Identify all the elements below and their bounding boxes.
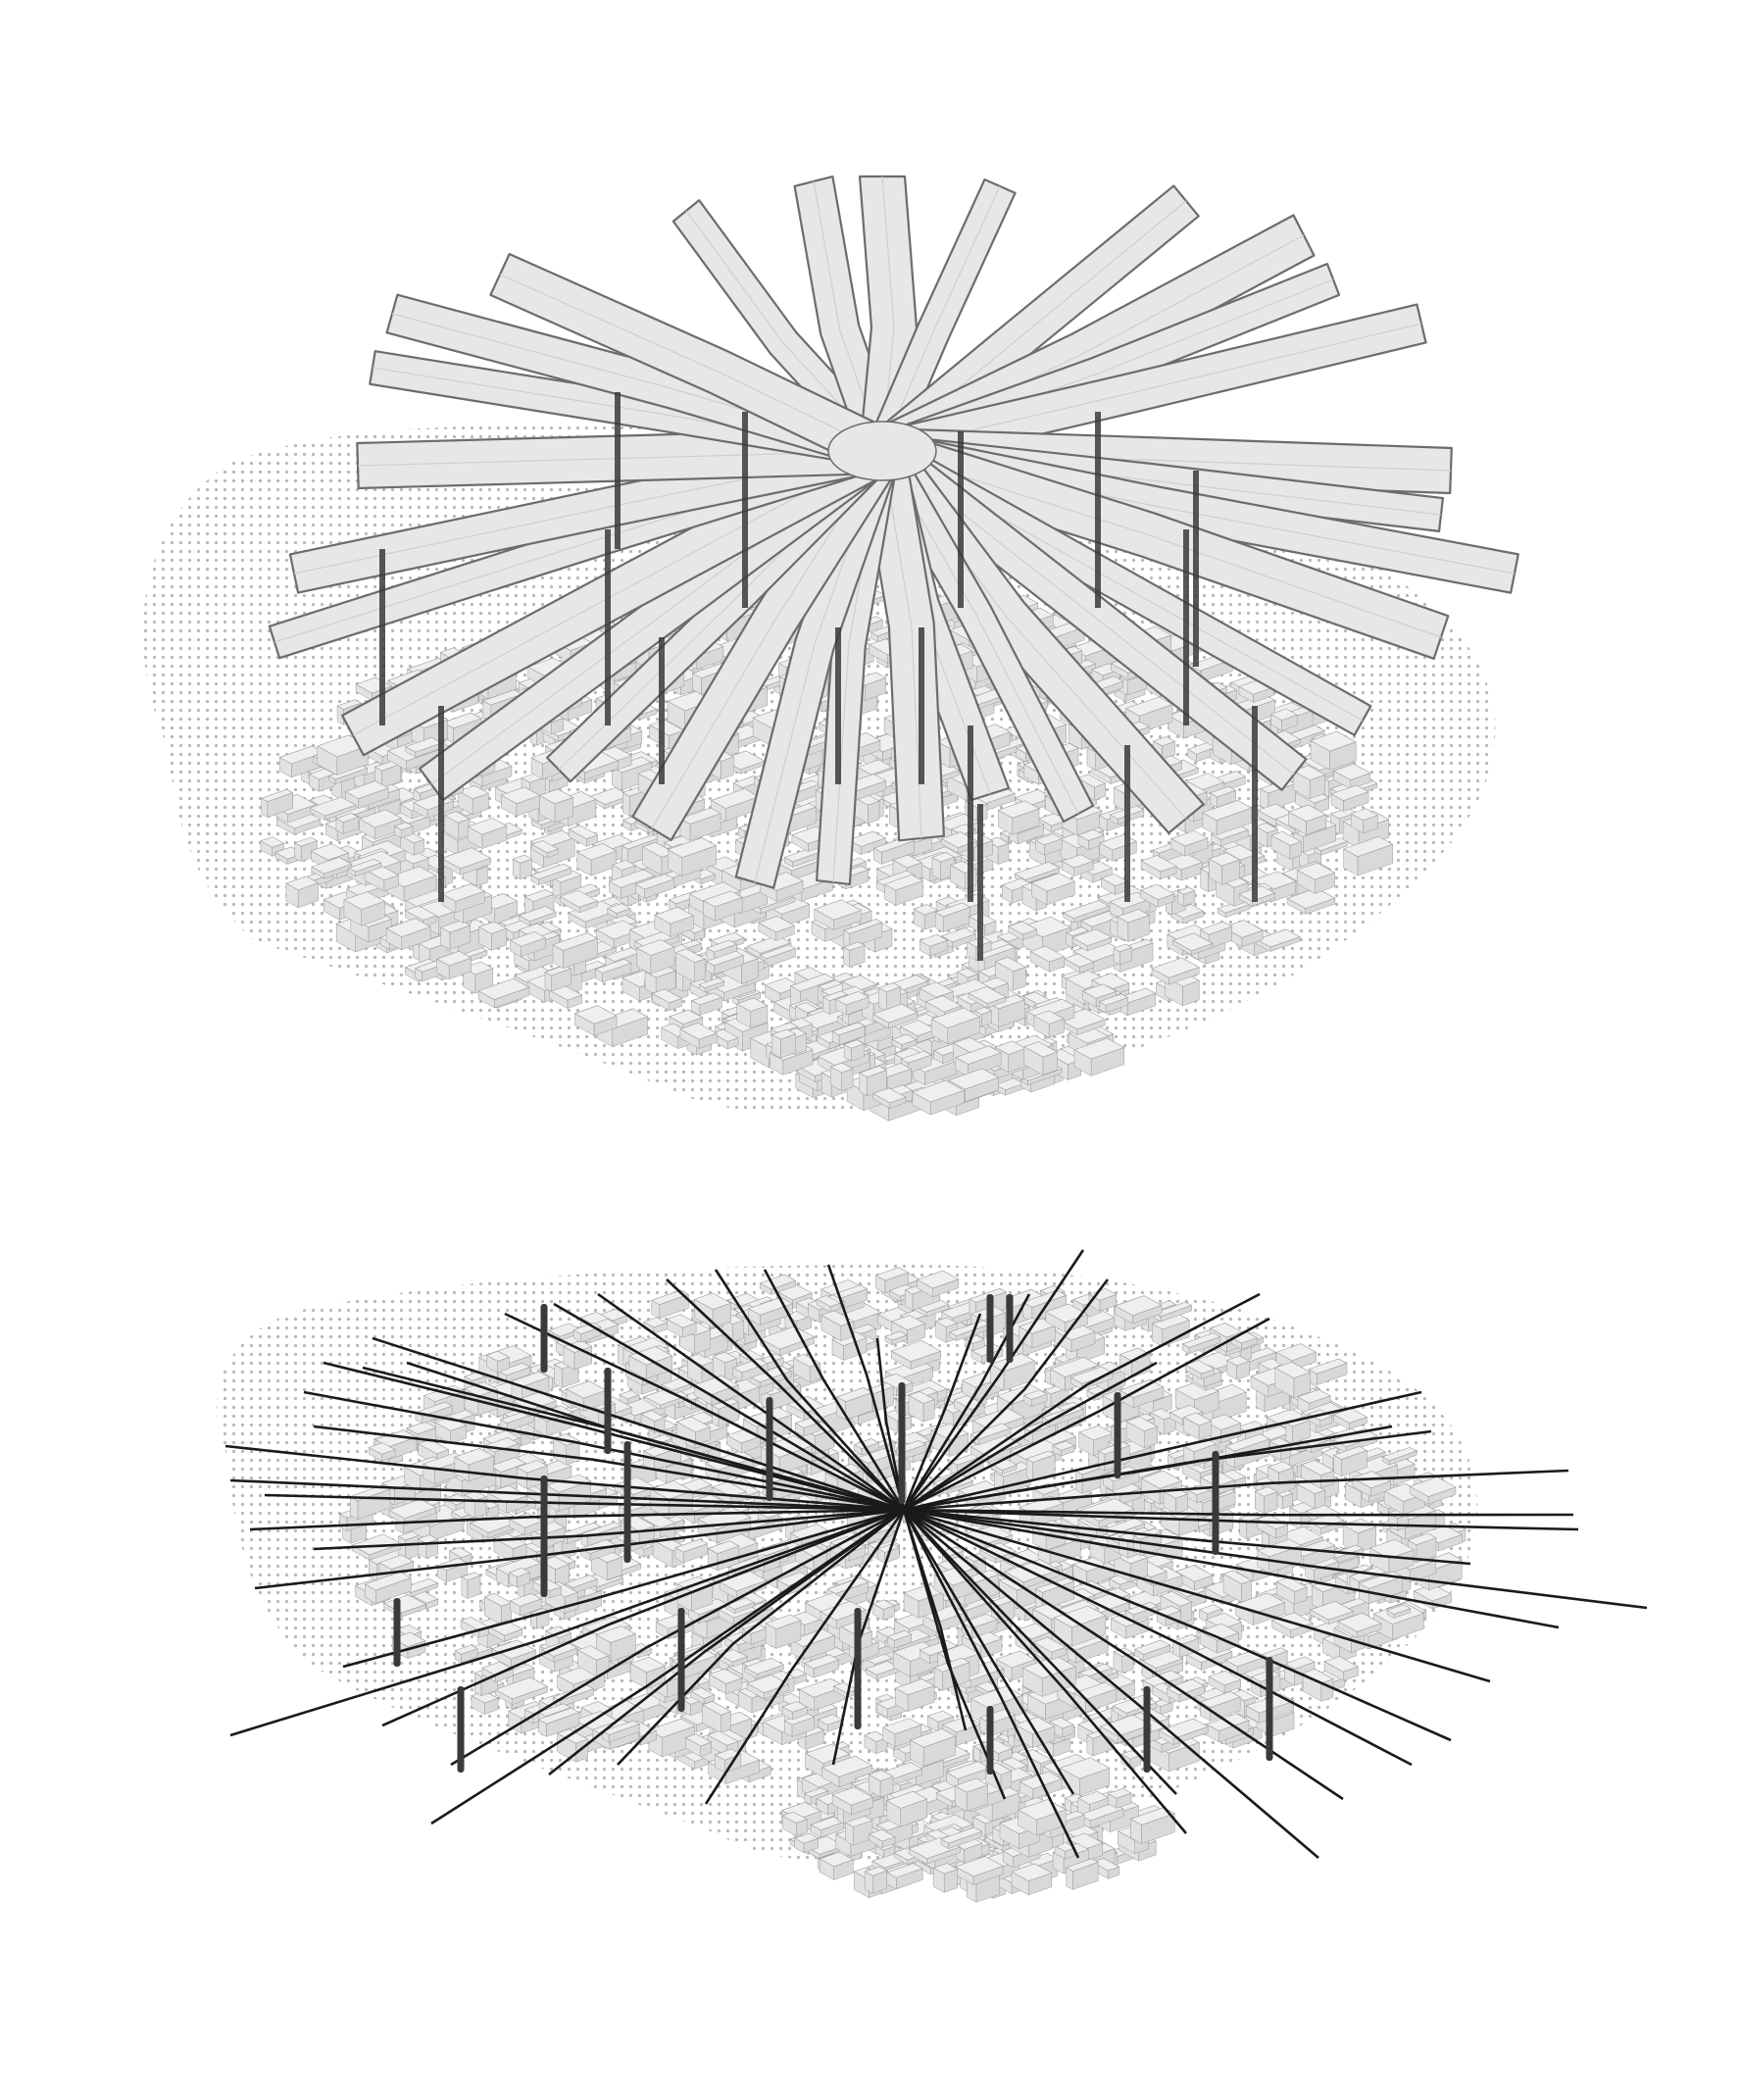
building-front [1087, 1735, 1093, 1756]
pillar [438, 706, 444, 902]
pillar [919, 627, 924, 784]
pillar [968, 725, 973, 902]
building-front [622, 792, 629, 816]
pillar [1124, 745, 1130, 902]
pillar [1193, 471, 1199, 667]
pillar [659, 637, 665, 784]
pillar [1095, 412, 1101, 608]
pillar [1252, 706, 1258, 902]
pillar [958, 431, 964, 608]
canopy-network-panel [143, 176, 1518, 1121]
pillar [742, 412, 748, 608]
pillar [977, 804, 983, 961]
building-side [1242, 1580, 1252, 1602]
building-side [695, 959, 705, 982]
pillar [605, 529, 611, 725]
pillar [615, 392, 621, 549]
canopy-hub [828, 422, 936, 480]
pillar [379, 549, 385, 725]
pillar [835, 627, 841, 784]
pillar [1183, 529, 1189, 725]
line-network-panel [217, 1250, 1647, 1902]
